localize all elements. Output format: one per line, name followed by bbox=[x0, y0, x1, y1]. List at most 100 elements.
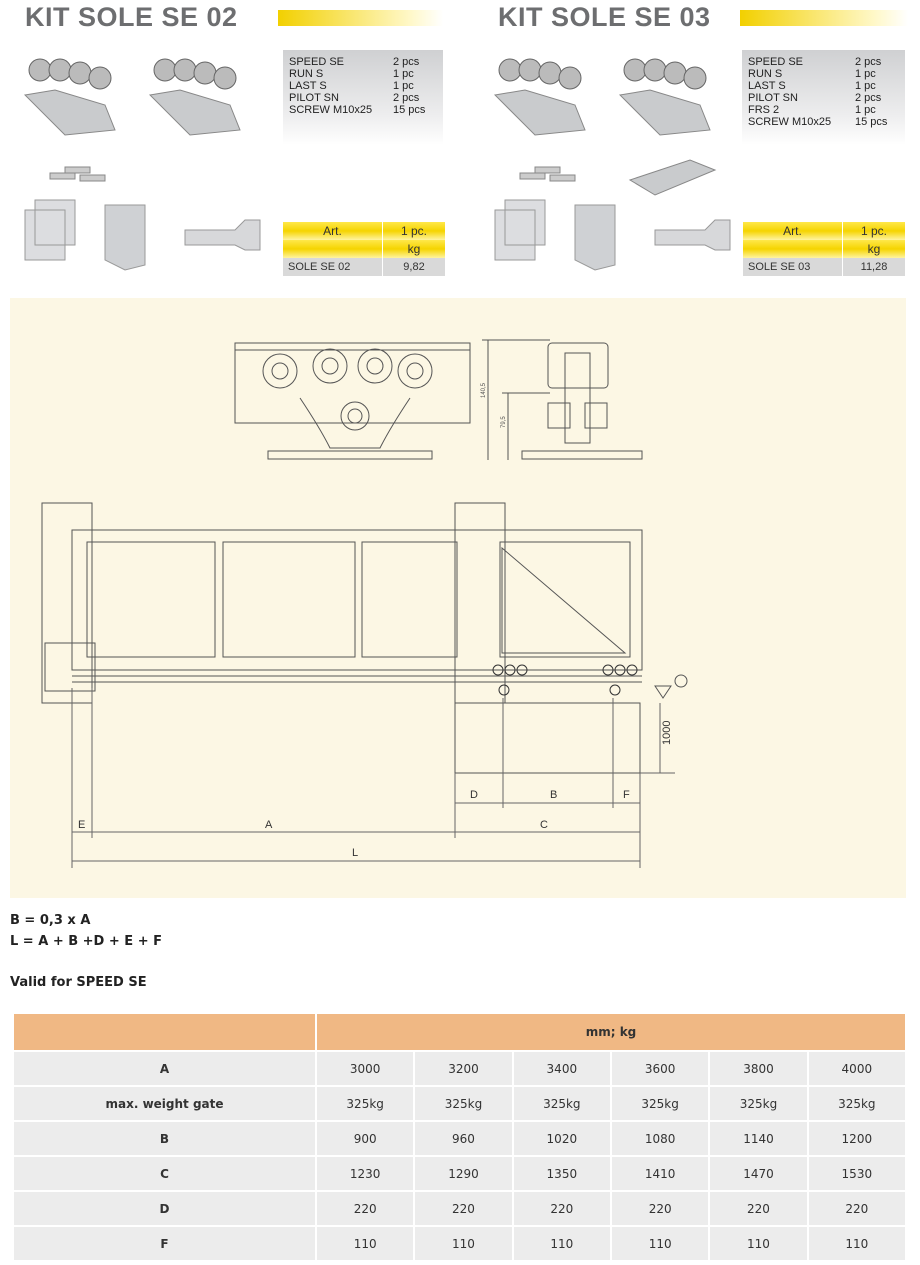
item-qty: 1 pc bbox=[393, 80, 414, 92]
cell: 220 bbox=[609, 1190, 711, 1227]
cell: 1410 bbox=[609, 1155, 711, 1192]
cell: 3600 bbox=[609, 1050, 711, 1087]
frs-image bbox=[628, 159, 717, 196]
item-qty: 2 pcs bbox=[393, 92, 420, 104]
label-f: F bbox=[623, 789, 630, 801]
kit-02-title: KIT SOLE SE 02 bbox=[25, 2, 238, 32]
last-image bbox=[184, 219, 261, 251]
title-bar bbox=[278, 10, 443, 26]
item-qty: 2 pcs bbox=[855, 92, 882, 104]
trolley-side-view bbox=[482, 339, 643, 460]
unit-header: kg bbox=[867, 242, 881, 256]
unit-header: mm; kg bbox=[315, 1012, 907, 1052]
formula-l: L = A + B +D + E + F bbox=[10, 934, 163, 949]
label-c: C bbox=[540, 819, 548, 831]
kit-03-title: KIT SOLE SE 03 bbox=[498, 2, 711, 32]
cell: 110 bbox=[708, 1225, 809, 1262]
cell: 325kg bbox=[806, 1085, 908, 1122]
item-qty: 1 pc bbox=[855, 68, 876, 80]
label-a: A bbox=[265, 819, 273, 831]
kit-02-art-table: Art. 1 pc. kg SOLE SE 02 9,82 bbox=[283, 222, 445, 276]
item-name: PILOT SN bbox=[289, 92, 339, 104]
cell: 1290 bbox=[413, 1155, 514, 1192]
technical-drawing-panel: 140,5 79,5 1000 D B F E A C L bbox=[10, 298, 906, 898]
cell: 220 bbox=[806, 1190, 908, 1227]
dim-total: 140,5 bbox=[481, 382, 487, 398]
content-item: SPEED SE 2 pcs bbox=[289, 56, 437, 68]
gate-elevation bbox=[41, 502, 688, 774]
kit-02-product-images bbox=[23, 58, 261, 271]
item-qty: 2 pcs bbox=[855, 56, 882, 68]
run-image bbox=[104, 204, 146, 271]
item-name: SPEED SE bbox=[748, 56, 804, 68]
item-name: RUN S bbox=[289, 68, 324, 80]
kit-03-art-table: Art. 1 pc. kg SOLE SE 03 11,28 bbox=[743, 222, 905, 276]
label-e: E bbox=[78, 819, 85, 831]
art-name: SOLE SE 03 bbox=[743, 258, 843, 276]
qty-header: 1 pc. bbox=[400, 224, 427, 238]
item-name: LAST S bbox=[748, 80, 786, 92]
item-qty: 1 pc bbox=[855, 80, 876, 92]
cell: 110 bbox=[511, 1225, 612, 1262]
row-label: B bbox=[12, 1120, 317, 1157]
cell: 220 bbox=[708, 1190, 809, 1227]
row-label: C bbox=[12, 1155, 317, 1192]
cell: 325kg bbox=[609, 1085, 711, 1122]
dim-lower: 79,5 bbox=[501, 416, 507, 428]
cell: 3400 bbox=[511, 1050, 612, 1087]
cell: 110 bbox=[806, 1225, 908, 1262]
art-weight: 11,28 bbox=[860, 261, 888, 273]
label-l: L bbox=[352, 847, 358, 859]
cell: 4000 bbox=[806, 1050, 908, 1087]
item-name: SCREW M10x25 bbox=[289, 104, 373, 116]
item-qty: 15 pcs bbox=[393, 104, 426, 116]
art-header: Art. bbox=[743, 222, 843, 240]
dim-height: 1000 bbox=[661, 721, 673, 745]
cell: 110 bbox=[609, 1225, 711, 1262]
cell: 325kg bbox=[511, 1085, 612, 1122]
item-name: LAST S bbox=[289, 80, 327, 92]
cell: 110 bbox=[314, 1225, 416, 1262]
art-header: Art. bbox=[283, 222, 383, 240]
row-label: A bbox=[12, 1050, 317, 1087]
content-item: SPEED SE 2 pcs bbox=[748, 56, 899, 68]
item-name: SPEED SE bbox=[289, 56, 345, 68]
item-qty: 2 pcs bbox=[393, 56, 420, 68]
item-name: FRS 2 bbox=[748, 104, 780, 116]
cell: 1140 bbox=[708, 1120, 809, 1157]
content-item: SCREW M10x25 15 pcs bbox=[748, 116, 899, 128]
kit-03-product-images bbox=[494, 58, 731, 271]
item-name: PILOT SN bbox=[748, 92, 798, 104]
trolley-image bbox=[23, 58, 116, 136]
screws-image bbox=[49, 166, 106, 182]
content-item: FRS 2 1 pc bbox=[748, 104, 899, 116]
unit-header: kg bbox=[407, 242, 421, 256]
trolley-front-view bbox=[234, 342, 471, 460]
item-qty: 1 pc bbox=[855, 104, 876, 116]
cell: 1230 bbox=[314, 1155, 416, 1192]
item-qty: 15 pcs bbox=[855, 116, 888, 128]
qty-header: 1 pc. bbox=[860, 224, 887, 238]
content-item: PILOT SN 2 pcs bbox=[748, 92, 899, 104]
cell: 1200 bbox=[806, 1120, 908, 1157]
art-weight: 9,82 bbox=[403, 261, 425, 273]
row-label: max. weight gate bbox=[12, 1085, 317, 1122]
dimension-lines bbox=[71, 688, 675, 868]
cell: 325kg bbox=[413, 1085, 514, 1122]
item-name: SCREW M10x25 bbox=[748, 116, 832, 128]
cell: 900 bbox=[314, 1120, 416, 1157]
content-item: PILOT SN 2 pcs bbox=[289, 92, 437, 104]
cell: 1080 bbox=[609, 1120, 711, 1157]
cell: 1020 bbox=[511, 1120, 612, 1157]
cell: 3800 bbox=[708, 1050, 809, 1087]
row-label: F bbox=[12, 1225, 317, 1262]
cell: 1350 bbox=[511, 1155, 612, 1192]
title-bar bbox=[740, 10, 908, 26]
art-name: SOLE SE 02 bbox=[283, 258, 383, 276]
